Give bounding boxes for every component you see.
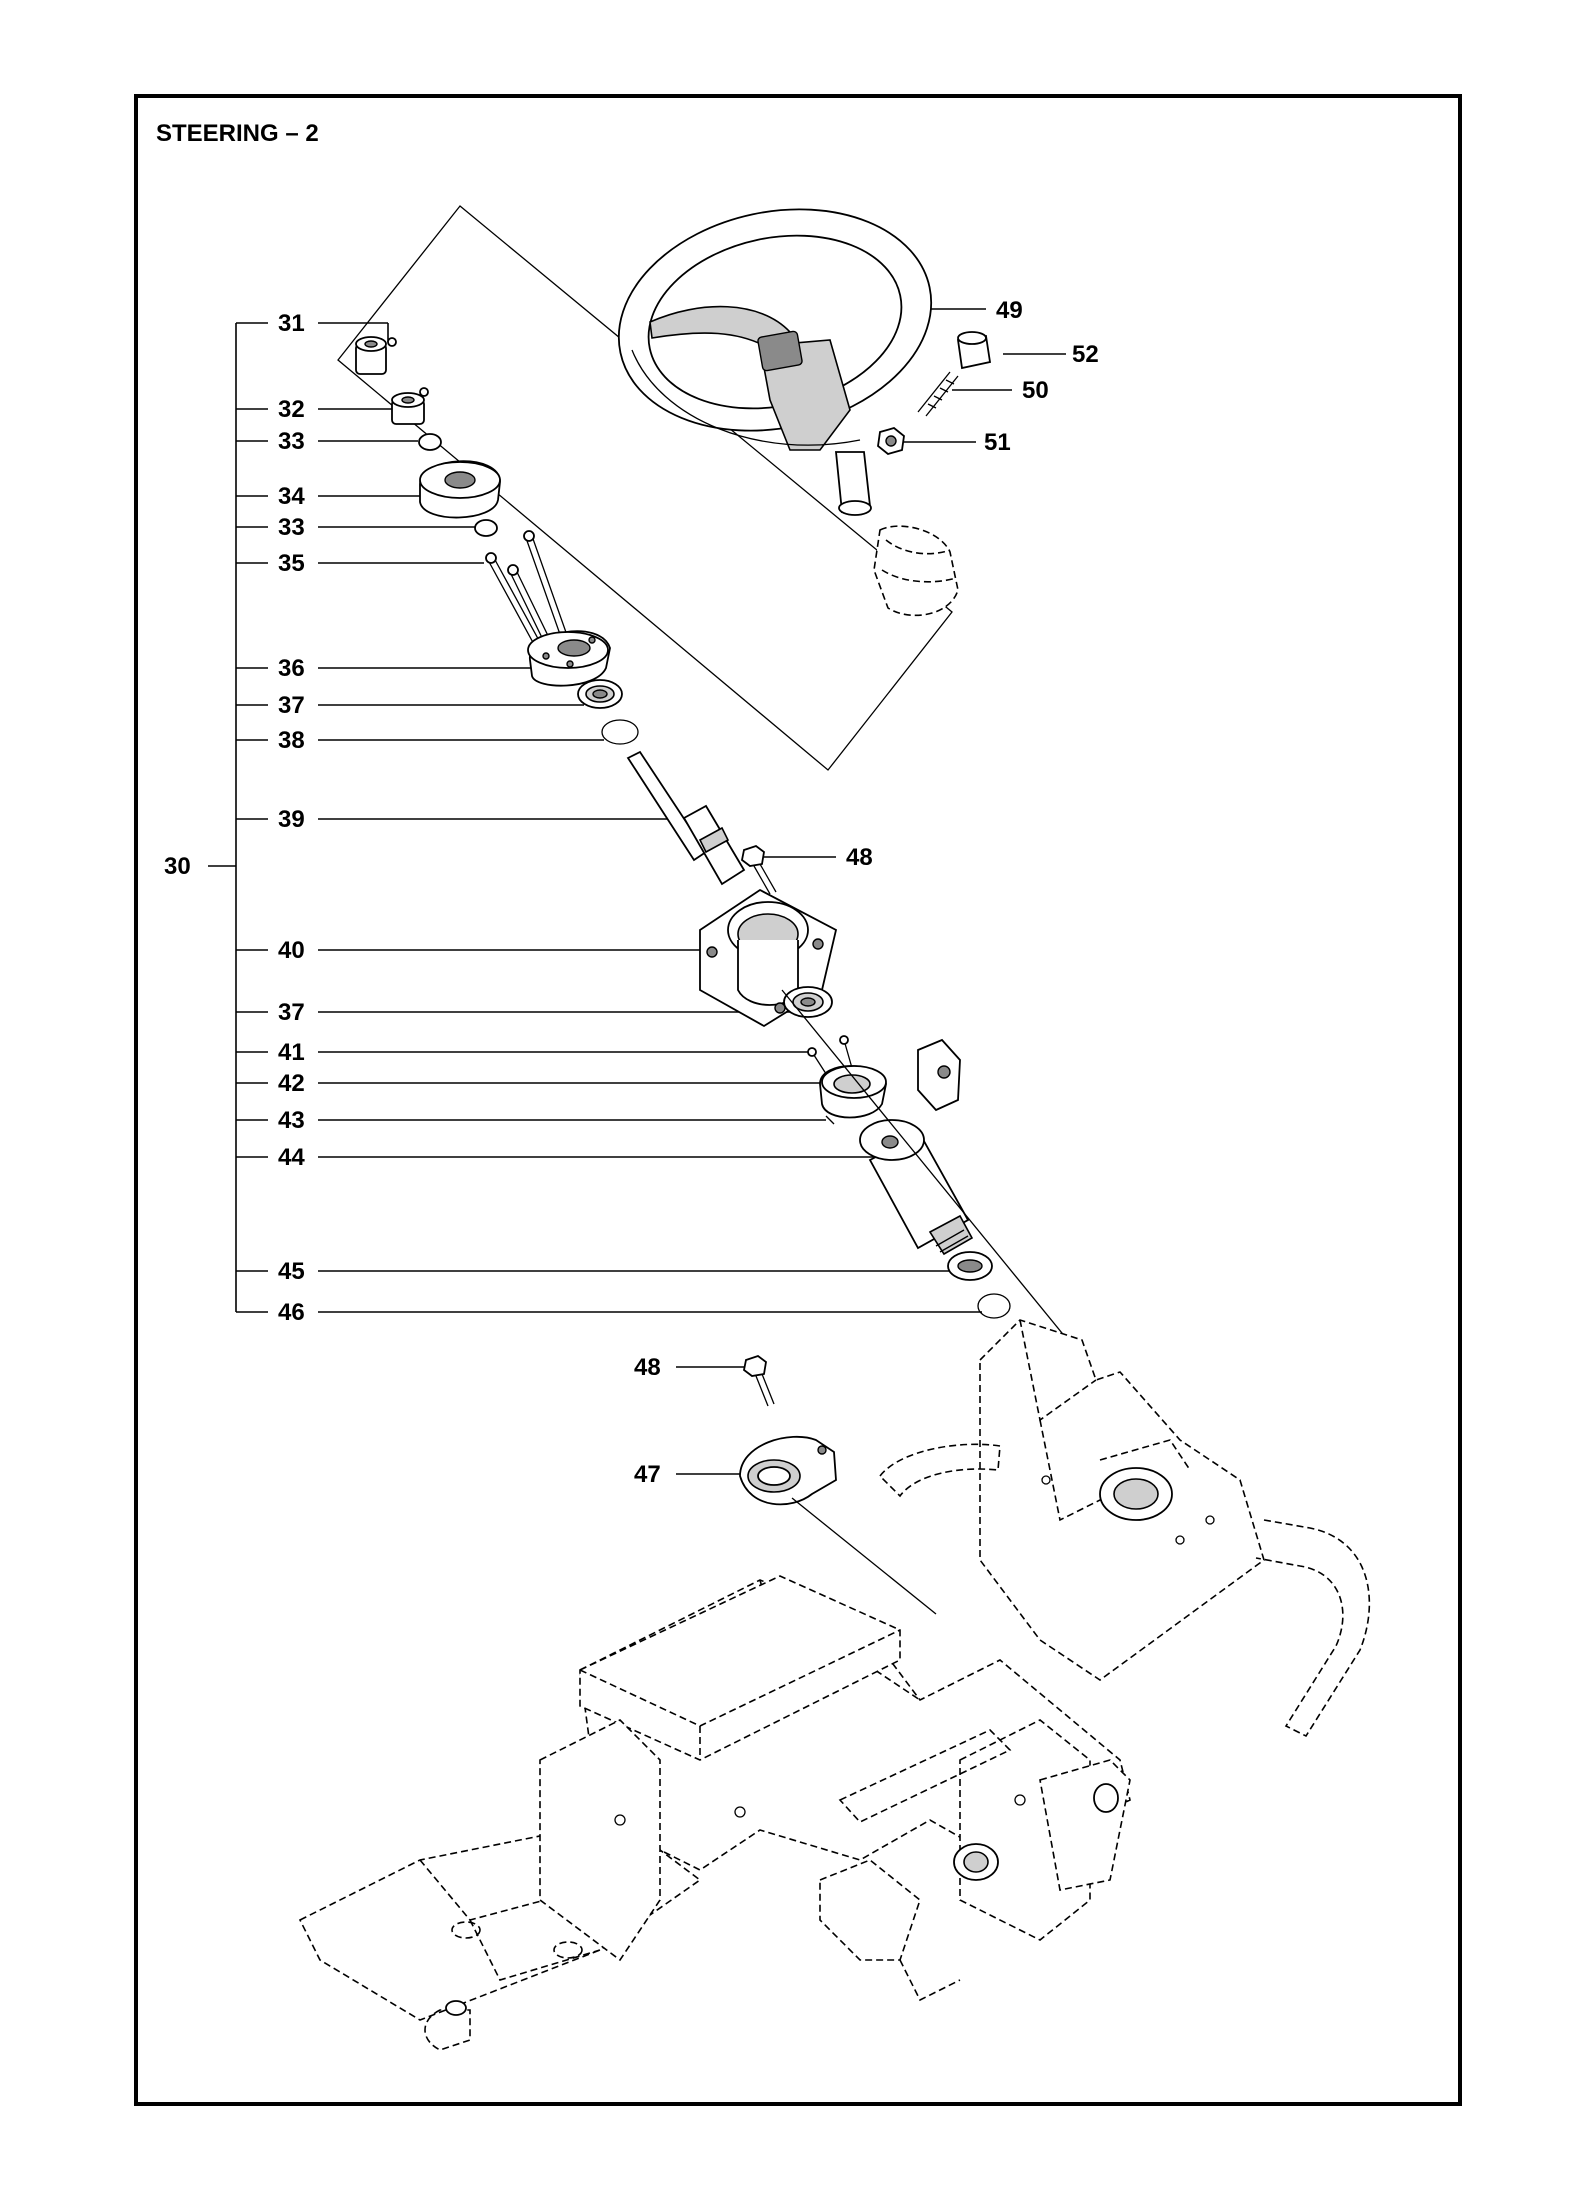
part-35-bolts xyxy=(485,530,569,651)
callout-52: 52 xyxy=(1072,341,1099,368)
callout-50: 50 xyxy=(1022,377,1049,404)
part-37-bearing xyxy=(783,986,833,1018)
part-38-snap-ring xyxy=(601,719,639,745)
part-46-ring xyxy=(977,1293,1011,1319)
part-34-cover xyxy=(419,460,501,519)
steering-bracket xyxy=(917,1038,961,1112)
part-36-flange xyxy=(527,630,611,687)
callout-40: 40 xyxy=(278,937,305,964)
horn-badge-icon xyxy=(757,330,803,372)
part-48-bolt xyxy=(743,1354,775,1407)
callout-48: 48 xyxy=(846,844,873,871)
part-39-shaft xyxy=(626,750,746,886)
callout-45: 45 xyxy=(278,1258,305,1285)
part-42-mount xyxy=(819,1065,887,1119)
callout-42: 42 xyxy=(278,1070,305,1097)
page-frame xyxy=(134,94,1462,2106)
callout-49: 49 xyxy=(996,297,1023,324)
assembly-axis xyxy=(781,989,1085,1361)
tractor-frame xyxy=(298,1319,1371,2051)
detail-outline xyxy=(337,205,953,771)
part-33-ring xyxy=(474,519,498,537)
callout-47: 47 xyxy=(634,1461,661,1488)
part-31-collar xyxy=(355,336,397,375)
knob-cap xyxy=(956,331,992,370)
column-hub xyxy=(873,525,959,616)
callout-numbers: 30 31 32 33 34 33 35 36 37 38 39 40 37 4… xyxy=(164,297,1099,1488)
part-43-pin xyxy=(825,1115,835,1125)
callout-46: 46 xyxy=(278,1299,305,1326)
callout-32: 32 xyxy=(278,396,305,423)
part-32-collar xyxy=(391,387,429,425)
steering-wheel xyxy=(617,208,933,516)
callout-48: 48 xyxy=(634,1354,661,1381)
callout-44: 44 xyxy=(278,1144,305,1171)
callout-36: 36 xyxy=(278,655,305,682)
callout-33: 33 xyxy=(278,514,305,541)
part-45-bushing xyxy=(947,1251,993,1281)
callout-31: 31 xyxy=(278,310,305,337)
callout-37: 37 xyxy=(278,692,305,719)
callout-39: 39 xyxy=(278,806,305,833)
part-48-bolt xyxy=(741,844,777,895)
callout-leaders xyxy=(208,308,1066,1475)
callout-35: 35 xyxy=(278,550,305,577)
part-33-ring xyxy=(418,433,442,451)
page-title: STEERING – 2 xyxy=(156,120,319,147)
callout-34: 34 xyxy=(278,483,305,510)
callout-33: 33 xyxy=(278,428,305,455)
part-40-housing xyxy=(699,888,838,1028)
part-44-steering-unit xyxy=(859,1119,974,1256)
callout-30: 30 xyxy=(164,853,191,880)
callout-38: 38 xyxy=(278,727,305,754)
callout-51: 51 xyxy=(984,429,1011,456)
part-37-bearing xyxy=(577,679,623,709)
nut xyxy=(877,427,905,455)
callout-37: 37 xyxy=(278,999,305,1026)
callout-43: 43 xyxy=(278,1107,305,1134)
part-47-plate xyxy=(739,1435,837,1506)
assembly-axis xyxy=(791,1497,937,1615)
threaded-stud xyxy=(917,371,959,417)
callout-41: 41 xyxy=(278,1039,305,1066)
